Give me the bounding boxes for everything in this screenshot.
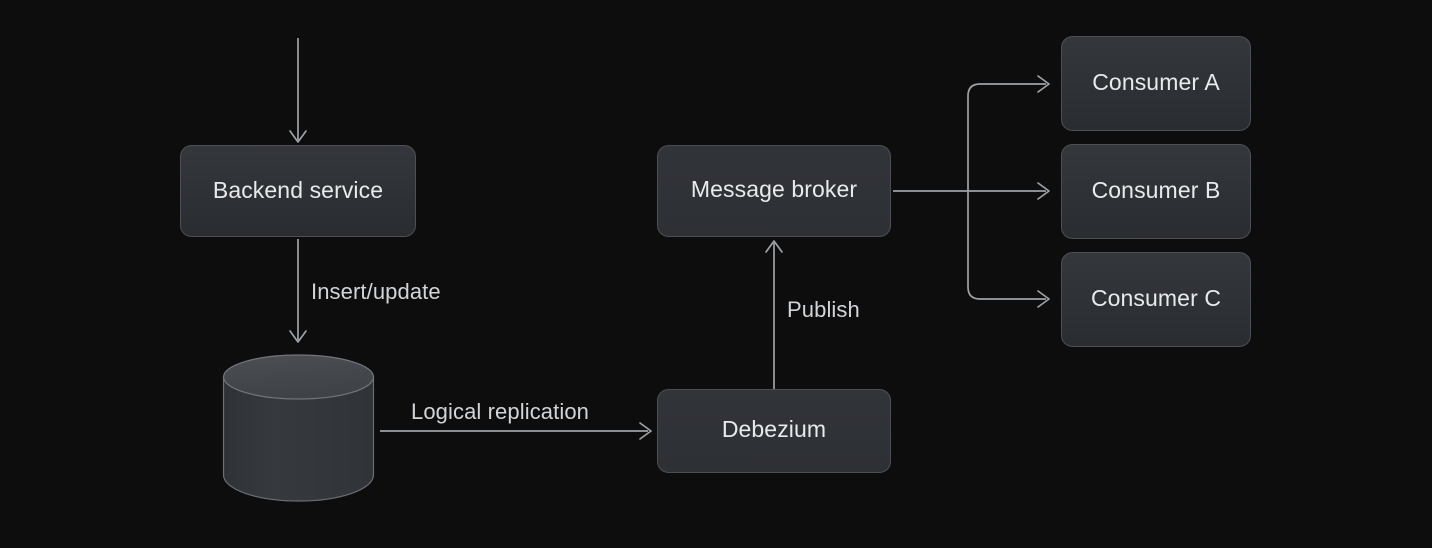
edge-broker-consumer-b [968, 182, 1050, 200]
edge-backend-database [289, 239, 307, 343]
node-consumer-b[interactable]: Consumer B [1061, 144, 1251, 239]
edge-database-debezium [380, 422, 652, 440]
debezium-label: Debezium [722, 416, 826, 442]
node-database[interactable] [222, 354, 375, 502]
node-consumer-a[interactable]: Consumer A [1061, 36, 1251, 131]
consumer-b-box[interactable] [1061, 144, 1251, 239]
message-broker-box[interactable] [657, 145, 891, 237]
consumer-b-label: Consumer B [1092, 177, 1221, 203]
message-broker-label: Message broker [691, 176, 858, 202]
consumer-a-label: Consumer A [1092, 69, 1220, 95]
edge-label-publish: Publish [787, 297, 860, 322]
node-consumer-c[interactable]: Consumer C [1061, 252, 1251, 347]
debezium-box[interactable] [657, 389, 891, 473]
edge-label-logical-replication: Logical replication [411, 399, 589, 424]
database-cylinder-top [222, 354, 375, 400]
database-cylinder-body[interactable] [222, 376, 375, 502]
backend-service-label: Backend service [213, 177, 383, 203]
consumer-c-label: Consumer C [1091, 285, 1221, 311]
edge-label-insert-update: Insert/update [311, 279, 441, 304]
edge-debezium-broker [765, 240, 783, 390]
consumer-c-box[interactable] [1061, 252, 1251, 347]
edge-ingress-backend [289, 38, 307, 143]
edge-broker-consumer-a [967, 75, 1050, 191]
node-message-broker[interactable]: Message broker [657, 145, 891, 237]
consumer-a-box[interactable] [1061, 36, 1251, 131]
backend-service-box[interactable] [180, 145, 416, 237]
node-backend-service[interactable]: Backend service [180, 145, 416, 237]
edge-broker-consumer-c [967, 191, 1050, 308]
node-debezium[interactable]: Debezium [657, 389, 891, 473]
